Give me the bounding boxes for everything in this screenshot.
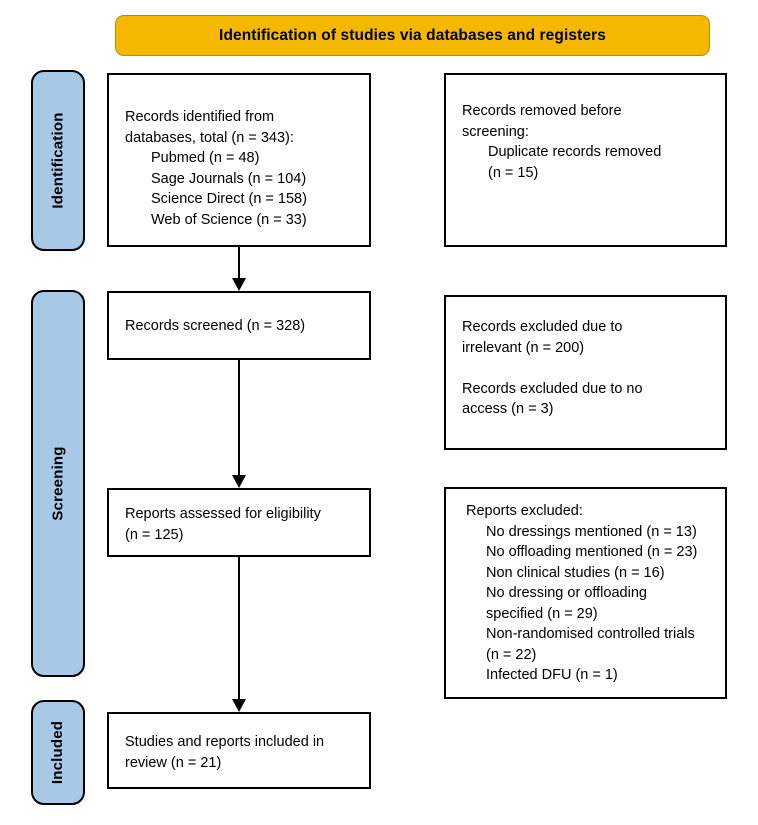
records-identified-source-sage: Sage Journals (n = 104) — [151, 170, 307, 187]
reports-excluded-no-dressing-offloading-line1: No dressing or offloading — [486, 585, 647, 601]
box-reports-assessed-eligibility: Reports assessed for eligibility (n = 12… — [107, 488, 371, 557]
diagram-header-banner: Identification of studies via databases … — [115, 15, 710, 56]
records-identified-source-sciencedirect: Science Direct (n = 158) — [151, 191, 307, 207]
reports-excluded-non-clinical: Non clinical studies (n = 16) — [486, 564, 665, 581]
arrow-head-icon — [232, 475, 246, 488]
reports-assessed-line2: (n = 125) — [125, 526, 184, 543]
box-records-identified-content: Records identified from databases, total… — [125, 107, 359, 230]
records-screened-line1: Records screened (n = 328) — [125, 318, 306, 334]
box-records-screened: Records screened (n = 328) — [107, 291, 371, 360]
arrow-shaft — [238, 557, 240, 699]
box-records-screened-content: Records screened (n = 328) — [125, 316, 359, 337]
records-identified-line2: databases, total (n = 343): — [125, 129, 294, 146]
box-records-removed: Records removed before screening: Duplic… — [444, 73, 727, 247]
records-excluded-noaccess-line2: access (n = 3) — [462, 401, 554, 417]
diagram-title: Identification of studies via databases … — [219, 26, 606, 44]
box-reports-excluded: Reports excluded: No dressings mentioned… — [444, 487, 727, 699]
reports-excluded-no-offloading: No offloading mentioned (n = 23) — [486, 544, 698, 560]
stage-label-identification-text: Identification — [49, 112, 67, 209]
arrow-identified-to-screened — [232, 247, 246, 291]
records-removed-duplicates-count: (n = 15) — [488, 164, 539, 181]
box-records-removed-content: Records removed before screening: Duplic… — [462, 101, 715, 183]
records-removed-duplicates: Duplicate records removed — [488, 144, 662, 160]
arrow-shaft — [238, 247, 240, 278]
reports-excluded-heading: Reports excluded: — [466, 503, 583, 519]
arrow-eligibility-to-included — [232, 557, 246, 712]
records-excluded-irrelevant-line2: irrelevant (n = 200) — [462, 339, 585, 356]
studies-included-line1: Studies and reports included in — [125, 734, 325, 750]
records-identified-source-webofscience: Web of Science (n = 33) — [151, 211, 307, 228]
box-records-excluded-content: Records excluded due to irrelevant (n = … — [462, 317, 715, 420]
arrow-screened-to-eligibility — [232, 360, 246, 488]
records-removed-line1: Records removed before — [462, 103, 622, 119]
reports-excluded-no-dressing-offloading-line2: specified (n = 29) — [486, 605, 598, 622]
records-excluded-noaccess-line1: Records excluded due to no — [462, 380, 643, 397]
reports-excluded-no-dressings: No dressings mentioned (n = 13) — [486, 523, 697, 540]
arrow-head-icon — [232, 278, 246, 291]
studies-included-line2: review (n = 21) — [125, 754, 222, 771]
reports-excluded-non-randomised-line2: (n = 22) — [486, 646, 537, 663]
box-records-excluded: Records excluded due to irrelevant (n = … — [444, 295, 727, 450]
box-studies-included-content: Studies and reports included in review (… — [125, 732, 359, 773]
stage-label-included-text: Included — [49, 720, 67, 785]
stage-label-identification: Identification — [31, 70, 85, 251]
box-records-identified: Records identified from databases, total… — [107, 73, 371, 247]
reports-assessed-line1: Reports assessed for eligibility — [125, 506, 321, 522]
stage-label-screening-text: Screening — [49, 446, 67, 521]
reports-excluded-infected-dfu: Infected DFU (n = 1) — [486, 667, 618, 683]
arrow-shaft — [238, 360, 240, 475]
records-excluded-irrelevant-line1: Records excluded due to — [462, 319, 623, 335]
records-excluded-spacer — [462, 358, 715, 379]
stage-label-included: Included — [31, 700, 85, 805]
box-reports-assessed-content: Reports assessed for eligibility (n = 12… — [125, 504, 359, 545]
stage-label-screening: Screening — [31, 290, 85, 677]
records-removed-line2: screening: — [462, 123, 529, 140]
box-studies-included: Studies and reports included in review (… — [107, 712, 371, 789]
arrow-head-icon — [232, 699, 246, 712]
box-reports-excluded-content: Reports excluded: No dressings mentioned… — [466, 501, 719, 686]
records-identified-line1: Records identified from — [125, 109, 275, 125]
records-identified-source-pubmed: Pubmed (n = 48) — [151, 150, 260, 166]
reports-excluded-non-randomised-line1: Non-randomised controlled trials — [486, 626, 695, 642]
